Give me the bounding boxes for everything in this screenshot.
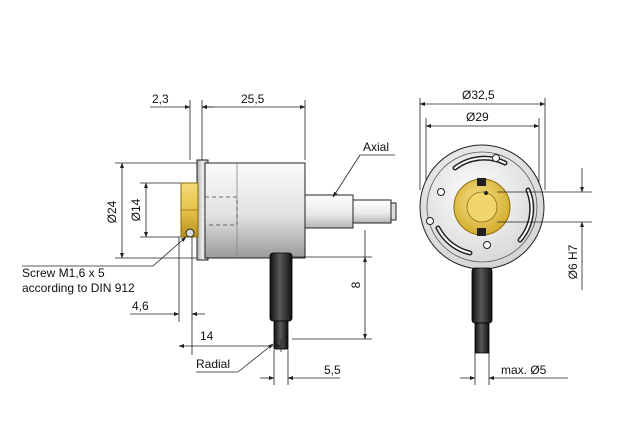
hub-slot-top <box>477 178 486 186</box>
dim-label-dia-29: Ø29 <box>466 110 489 124</box>
dim-label-dia-32-5: Ø32,5 <box>462 88 495 102</box>
screw-leader <box>152 236 187 267</box>
hub-slot-bottom <box>477 228 486 236</box>
front-view: Ø32,5 Ø29 Ø6 H7 <box>419 88 592 385</box>
bayonet-slot-inner <box>519 189 533 241</box>
axial-shaft-tip <box>352 199 392 224</box>
dim-label-14: 14 <box>200 329 214 343</box>
dim-label-max-dia-5: max. Ø5 <box>501 363 547 377</box>
dim-label-4-6: 4,6 <box>132 299 149 313</box>
radial-cable-sleeve-front <box>471 267 493 324</box>
radial-cable-sleeve <box>269 252 293 322</box>
radial-leader <box>237 343 274 373</box>
label-radial: Radial <box>196 357 230 371</box>
encoder-body <box>204 162 306 259</box>
screw-head <box>185 228 195 238</box>
dim-label-2-3: 2,3 <box>152 92 169 106</box>
mount-hole <box>426 217 434 225</box>
dim-label-5-5: 5,5 <box>324 363 341 377</box>
dim-label-dia-6-h7: Ø6 H7 <box>566 244 580 279</box>
shaft-bore <box>466 191 498 223</box>
dim-label-dia-24: Ø24 <box>105 200 119 223</box>
mount-hole <box>483 241 491 249</box>
label-screw-line2: according to DIN 912 <box>22 281 135 295</box>
label-axial: Axial <box>363 140 389 154</box>
hidden-bore <box>204 196 238 226</box>
axial-leader <box>332 154 361 198</box>
axial-shaft-housing <box>304 194 354 229</box>
axial-shaft-end <box>390 202 397 221</box>
bayonet-slot-inner <box>454 157 506 169</box>
dim-label-dia-14: Ø14 <box>129 198 143 221</box>
mount-hole <box>437 188 445 196</box>
label-screw-line1: Screw M1,6 x 5 <box>22 266 105 280</box>
radial-cable-front <box>474 322 490 354</box>
hub-screw <box>484 191 488 195</box>
dim-label-25-5: 25,5 <box>241 92 265 106</box>
dim-label-8: 8 <box>349 281 363 288</box>
side-view: 2,3 25,5 Ø24 Ø14 Axial <box>22 92 397 385</box>
bayonet-slot-inner <box>437 227 471 254</box>
flange-inner-ring <box>426 151 538 263</box>
mount-hole <box>492 154 500 162</box>
